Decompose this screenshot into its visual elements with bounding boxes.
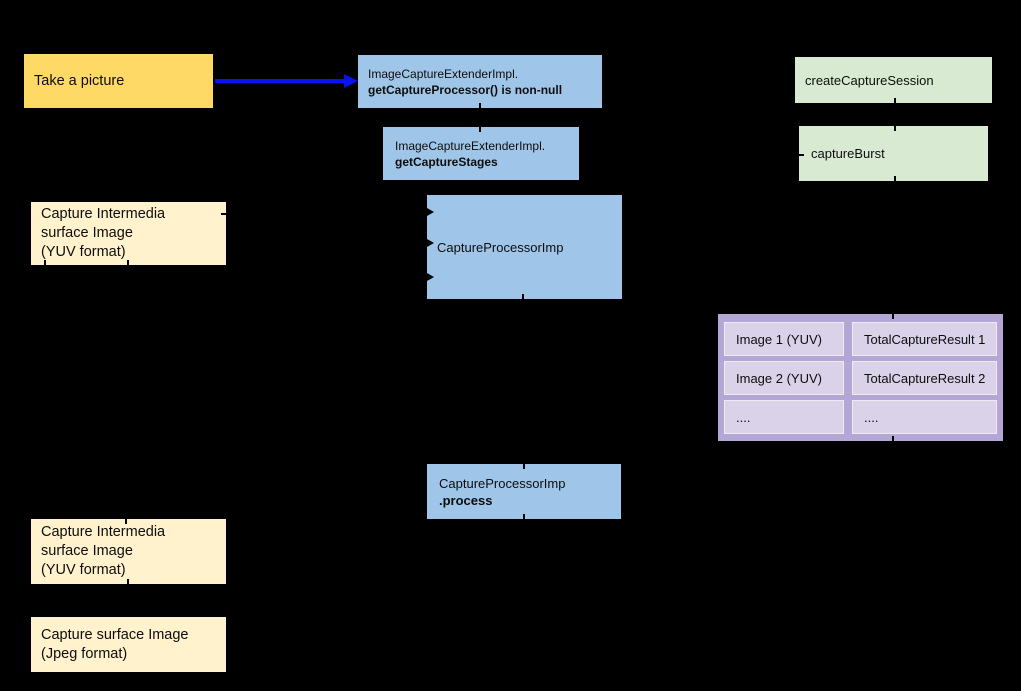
node-intermedia-surface-bottom-line3: (YUV format) <box>41 562 126 578</box>
node-intermedia-surface-bottom-line2: surface Image <box>41 543 133 559</box>
connector-remnant <box>44 260 46 265</box>
connector-remnant <box>894 126 896 131</box>
burst-cell-result-more: .... <box>852 400 997 434</box>
connector-remnant <box>125 519 127 524</box>
node-intermedia-surface-top-line2: surface Image <box>41 225 133 241</box>
node-create-capture-session-label: createCaptureSession <box>805 72 934 88</box>
burst-cell-result-2-label: TotalCaptureResult 2 <box>864 370 986 386</box>
flow-arrow-line <box>215 79 345 83</box>
node-capture-burst-label: captureBurst <box>811 146 885 161</box>
node-get-capture-processor: ImageCaptureExtenderImpl. getCaptureProc… <box>358 55 602 108</box>
node-capture-process-line2: .process <box>439 492 493 508</box>
node-take-a-picture-label: Take a picture <box>34 72 125 89</box>
node-jpeg-surface: Capture surface Image (Jpeg format) <box>31 617 226 672</box>
node-capture-processor-label: CaptureProcessorImp <box>437 239 564 255</box>
node-intermedia-surface-bottom-line1: Capture Intermedia <box>41 524 166 540</box>
node-capture-process: CaptureProcessorImp .process <box>427 464 621 519</box>
connector-remnant <box>522 294 524 299</box>
connector-arrowhead-icon <box>427 273 434 281</box>
node-intermedia-surface-top-line3: (YUV format) <box>41 244 126 260</box>
burst-cell-image-more: .... <box>724 400 844 434</box>
connector-remnant <box>892 314 894 319</box>
connector-remnant <box>127 260 129 265</box>
connector-remnant <box>894 98 896 103</box>
burst-cell-result-2: TotalCaptureResult 2 <box>852 361 997 395</box>
connector-remnant <box>127 579 129 584</box>
node-get-capture-stages-line1: ImageCaptureExtenderImpl. <box>395 138 546 153</box>
burst-cell-result-more-label: .... <box>864 409 879 425</box>
node-get-capture-processor-line1: ImageCaptureExtenderImpl. <box>368 66 519 81</box>
node-intermedia-surface-top: Capture Intermedia surface Image (YUV fo… <box>31 202 226 265</box>
node-capture-processor: CaptureProcessorImp <box>427 195 622 299</box>
burst-cell-result-1: TotalCaptureResult 1 <box>852 322 997 356</box>
node-jpeg-surface-line2: (Jpeg format) <box>41 645 128 662</box>
burst-cell-result-1-label: TotalCaptureResult 1 <box>864 331 986 347</box>
node-intermedia-surface-top-line1: Capture Intermedia <box>41 206 166 222</box>
flow-arrow-head-icon <box>344 74 358 88</box>
connector-remnant <box>523 514 525 519</box>
connector-remnant <box>894 176 896 181</box>
connector-remnant <box>479 103 481 108</box>
burst-cell-image-2: Image 2 (YUV) <box>724 361 844 395</box>
connector-remnant <box>221 213 226 215</box>
node-capture-process-line1: CaptureProcessorImp <box>439 475 566 491</box>
node-get-capture-stages-line2: getCaptureStages <box>395 154 498 169</box>
connector-remnant <box>523 464 525 469</box>
connector-remnant <box>479 127 481 132</box>
connector-arrowhead-icon <box>427 208 434 216</box>
connector-arrowhead-icon <box>427 239 434 247</box>
node-get-capture-stages: ImageCaptureExtenderImpl. getCaptureStag… <box>383 127 579 180</box>
node-jpeg-surface-line1: Capture surface Image <box>41 626 189 643</box>
connector-remnant <box>799 154 804 156</box>
burst-cell-image-2-label: Image 2 (YUV) <box>736 370 822 386</box>
node-capture-burst: captureBurst <box>799 126 988 181</box>
burst-results-table: Image 1 (YUV) TotalCaptureResult 1 Image… <box>718 314 1003 441</box>
node-get-capture-processor-line2: getCaptureProcessor() is non-null <box>368 82 563 97</box>
node-create-capture-session: createCaptureSession <box>795 57 992 103</box>
burst-cell-image-1: Image 1 (YUV) <box>724 322 844 356</box>
connector-remnant <box>892 436 894 441</box>
burst-cell-image-1-label: Image 1 (YUV) <box>736 331 822 347</box>
node-intermedia-surface-bottom: Capture Intermedia surface Image (YUV fo… <box>31 519 226 584</box>
node-take-a-picture: Take a picture <box>24 54 213 108</box>
burst-cell-image-more-label: .... <box>736 409 751 425</box>
